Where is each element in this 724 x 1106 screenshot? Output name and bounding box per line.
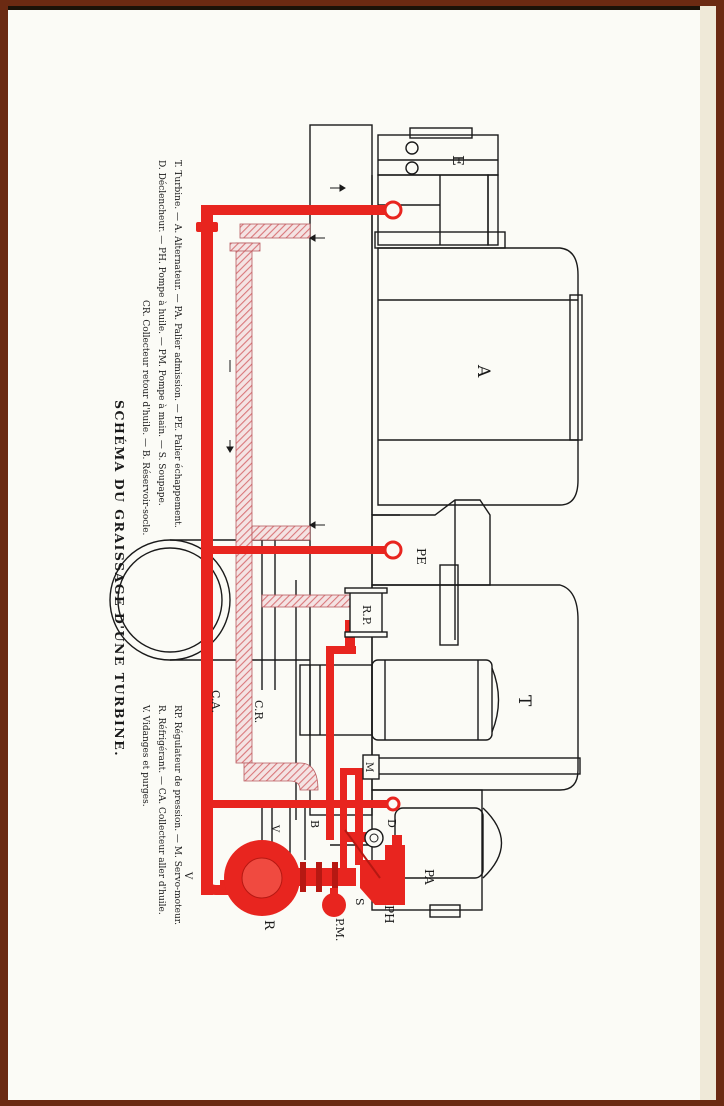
bearing-inlets: [364, 200, 403, 848]
label-CR: C.R.: [252, 700, 265, 723]
legend-right-line-3: V. Vidanges et purges.: [140, 704, 150, 807]
servo-motor-m: [362, 754, 380, 780]
label-E: E: [449, 155, 467, 166]
label-V1: V: [269, 824, 280, 833]
turbine-end-cap: [491, 667, 500, 733]
legend-left: T. Turbine. — A. Alternateur. — PA. Pali…: [140, 160, 183, 536]
label-D: D: [385, 819, 398, 828]
label-PM: P.M.: [333, 918, 346, 941]
return-collector-cr: [235, 242, 253, 764]
legend-right-line-1: RP. Régulateur de pression. — M. Servo-m…: [172, 705, 183, 925]
return-top-branch: [239, 223, 311, 239]
admission-foot: [429, 904, 461, 918]
top-edge: [8, 6, 716, 10]
supply-top-branch: [201, 205, 391, 215]
admission-end-cap: [482, 807, 503, 879]
admission-bearing-body: [371, 789, 483, 911]
label-PH: PH: [382, 905, 396, 924]
diagram-title: SCHÉMA DU GRAISSAGE D'UNE TURBINE.: [112, 400, 127, 757]
label-B: B: [308, 820, 321, 828]
turbine-casing: [371, 584, 579, 791]
supply-rp-riser: [326, 650, 334, 840]
label-V2: V: [182, 871, 193, 880]
page-edge: [700, 6, 716, 1100]
alternator-body: [377, 247, 579, 506]
supply-pa-branch: [201, 800, 391, 808]
flow-arrows: [226, 184, 346, 529]
turbine-coupling: [439, 564, 459, 646]
pressure-regulator-rp: [344, 587, 388, 638]
label-PE: PE: [414, 548, 428, 565]
label-R: R: [261, 920, 276, 931]
return-oil-circuit: [229, 223, 353, 791]
return-bottom-elbow: [243, 762, 319, 791]
legend-right: RP. Régulateur de pression. — M. Servo-m…: [140, 704, 183, 925]
supply-oil-circuit: [196, 205, 405, 917]
supply-pe-branch: [210, 546, 390, 554]
component-labels: E A PE R.P. T M PA D PH P.M. R C.R. C.A.…: [182, 155, 534, 941]
label-A: A: [473, 364, 493, 378]
exciter-top: [409, 127, 473, 139]
legend-left-line-3: CR. Collecteur retour d'huile. — B. Rése…: [140, 300, 151, 536]
turbine-low-section: [299, 664, 373, 736]
label-CA: C.A.: [209, 690, 222, 713]
label-T: T: [514, 695, 534, 707]
label-S: S: [353, 898, 366, 906]
legend-left-line-1: T. Turbine. — A. Alternateur. — PA. Pali…: [172, 160, 183, 528]
return-mid-branch: [251, 525, 311, 541]
exciter-bolt-2: [405, 161, 419, 175]
label-M: M: [363, 762, 374, 772]
label-PA: PA: [422, 869, 436, 885]
supply-servo-branch: [340, 768, 370, 775]
legend-left-line-2: D. Déclencheur. — PH. Pompe à huile. — P…: [156, 160, 167, 506]
legend-right-line-2: R. Réfrigérant. — CA. Collecteur aller d…: [156, 705, 167, 915]
machine-outlines: [109, 124, 583, 918]
exciter-bolt-1: [405, 141, 419, 155]
supply-collector-ca: [201, 205, 213, 895]
oil-pump-ph: [360, 860, 405, 905]
return-rp-branch: [261, 594, 353, 608]
label-RP: R.P.: [360, 605, 373, 625]
